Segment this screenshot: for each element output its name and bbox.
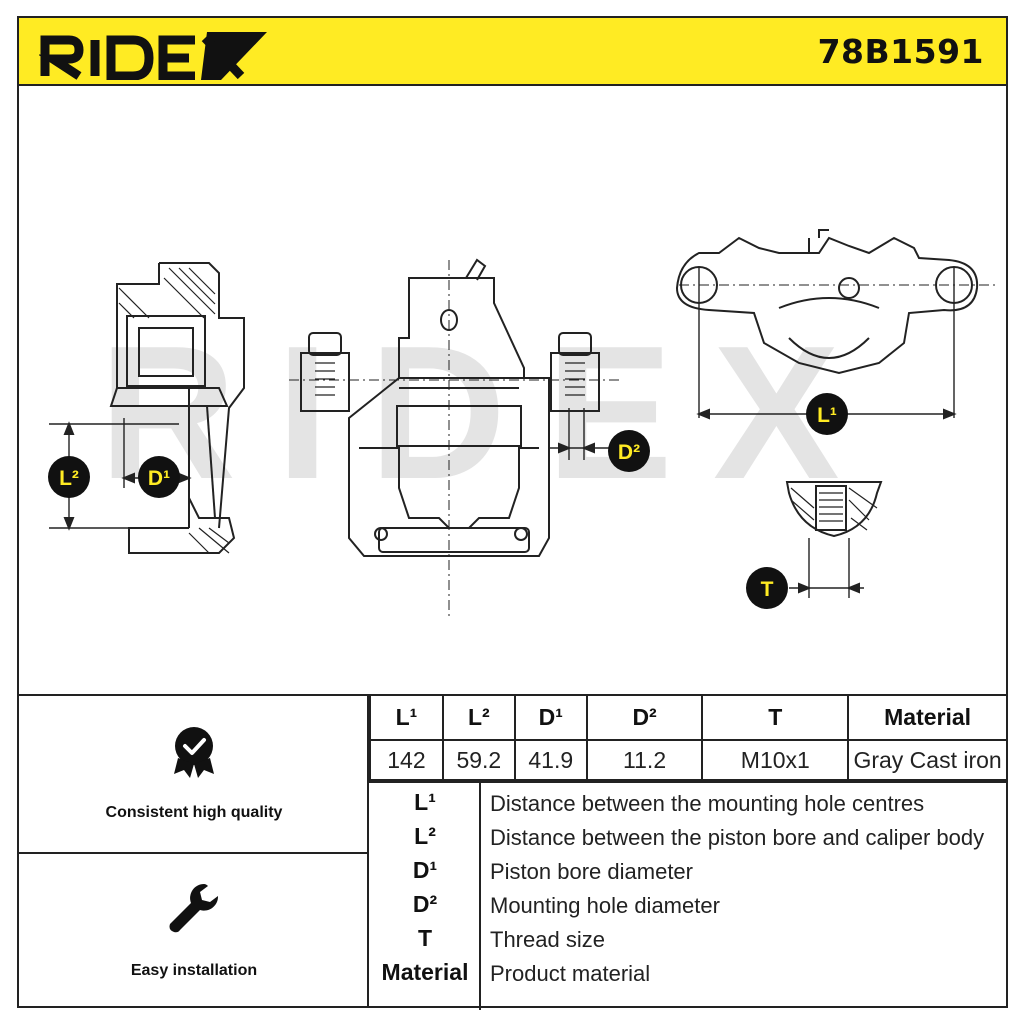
spec-header-l1: L¹	[369, 696, 444, 741]
specification-panel: Consistent high quality Easy installatio…	[19, 694, 1006, 1010]
spec-header-material: Material	[847, 696, 1006, 741]
spec-table: L¹ L² D¹ D² T Material 142 59.2 41.9 11.…	[369, 696, 1006, 781]
quality-badge-icon	[174, 727, 214, 778]
legend-symbol: D²	[412, 891, 438, 917]
caliper-rear-view	[289, 258, 619, 618]
legend-description: Distance between the piston bore and cal…	[490, 825, 985, 850]
spec-value-row: 142 59.2 41.9 11.2 M10x1 Gray Cast iron	[369, 739, 1006, 781]
spec-value-t: M10x1	[701, 739, 850, 781]
legend-row: L¹ Distance between the mounting hole ce…	[369, 785, 1006, 819]
spec-value-d1: 41.9	[513, 739, 588, 781]
dimension-badge-l2: L²	[48, 456, 90, 498]
legend-description: Distance between the mounting hole centr…	[490, 791, 925, 816]
legend-description: Piston bore diameter	[490, 859, 693, 884]
svg-text:T: T	[761, 578, 774, 601]
spec-header-l2: L²	[441, 696, 516, 741]
legend-row: L² Distance between the piston bore and …	[369, 819, 1006, 853]
dimension-badge-d1: D¹	[138, 456, 180, 498]
feature-installation: Easy installation	[19, 854, 369, 1008]
svg-text:L¹: L¹	[817, 404, 837, 427]
legend-row: D² Mounting hole diameter	[369, 887, 1006, 921]
wrench-icon	[169, 884, 219, 933]
svg-text:L²: L²	[59, 467, 79, 490]
legend-symbol: T	[417, 925, 433, 951]
legend-description: Thread size	[490, 927, 605, 952]
spec-header-row: L¹ L² D¹ D² T Material	[369, 696, 1006, 741]
svg-text:D¹: D¹	[148, 467, 170, 490]
spec-value-l1: 142	[369, 739, 444, 781]
legend-symbol-column	[369, 783, 481, 1010]
legend-symbol: L¹	[414, 789, 436, 815]
legend-symbol: L²	[414, 823, 436, 849]
spec-value-material: Gray Cast iron	[847, 739, 1006, 781]
legend-description: Product material	[490, 961, 651, 986]
caliper-top-view	[675, 229, 999, 420]
spec-header-d2: D²	[585, 696, 704, 741]
part-number: 78B1591	[817, 32, 984, 71]
dimension-badge-t: T	[746, 567, 788, 609]
feature-installation-label: Easy installation	[130, 962, 258, 979]
caliper-section-view	[49, 262, 245, 554]
svg-text:D²: D²	[618, 441, 640, 464]
spec-header-d1: D¹	[513, 696, 588, 741]
feature-quality: Consistent high quality	[19, 696, 369, 854]
dimension-badge-l1: L¹	[806, 393, 848, 435]
feature-quality-label: Consistent high quality	[105, 804, 283, 821]
legend-row: T Thread size	[369, 921, 1006, 955]
spec-header-t: T	[701, 696, 850, 741]
legend-symbol: D¹	[412, 857, 438, 883]
product-sheet: 78B1591 RIDEX	[17, 16, 1008, 1010]
legend-row: D¹ Piston bore diameter	[369, 853, 1006, 887]
legend-description: Mounting hole diameter	[490, 893, 720, 918]
spec-value-l2: 59.2	[441, 739, 516, 781]
brand-logo	[39, 32, 267, 80]
thread-detail-view	[785, 481, 883, 598]
legend-row: Material Product material	[369, 955, 1006, 989]
caliper-drawing: RIDEX	[48, 229, 999, 618]
spec-value-d2: 11.2	[585, 739, 704, 781]
dimension-badge-d2: D²	[608, 430, 650, 472]
legend: L¹ Distance between the mounting hole ce…	[369, 781, 1006, 1010]
legend-symbol: Material	[381, 959, 469, 985]
header-bar: 78B1591	[19, 18, 1006, 86]
technical-drawing: RIDEX	[19, 88, 1006, 694]
